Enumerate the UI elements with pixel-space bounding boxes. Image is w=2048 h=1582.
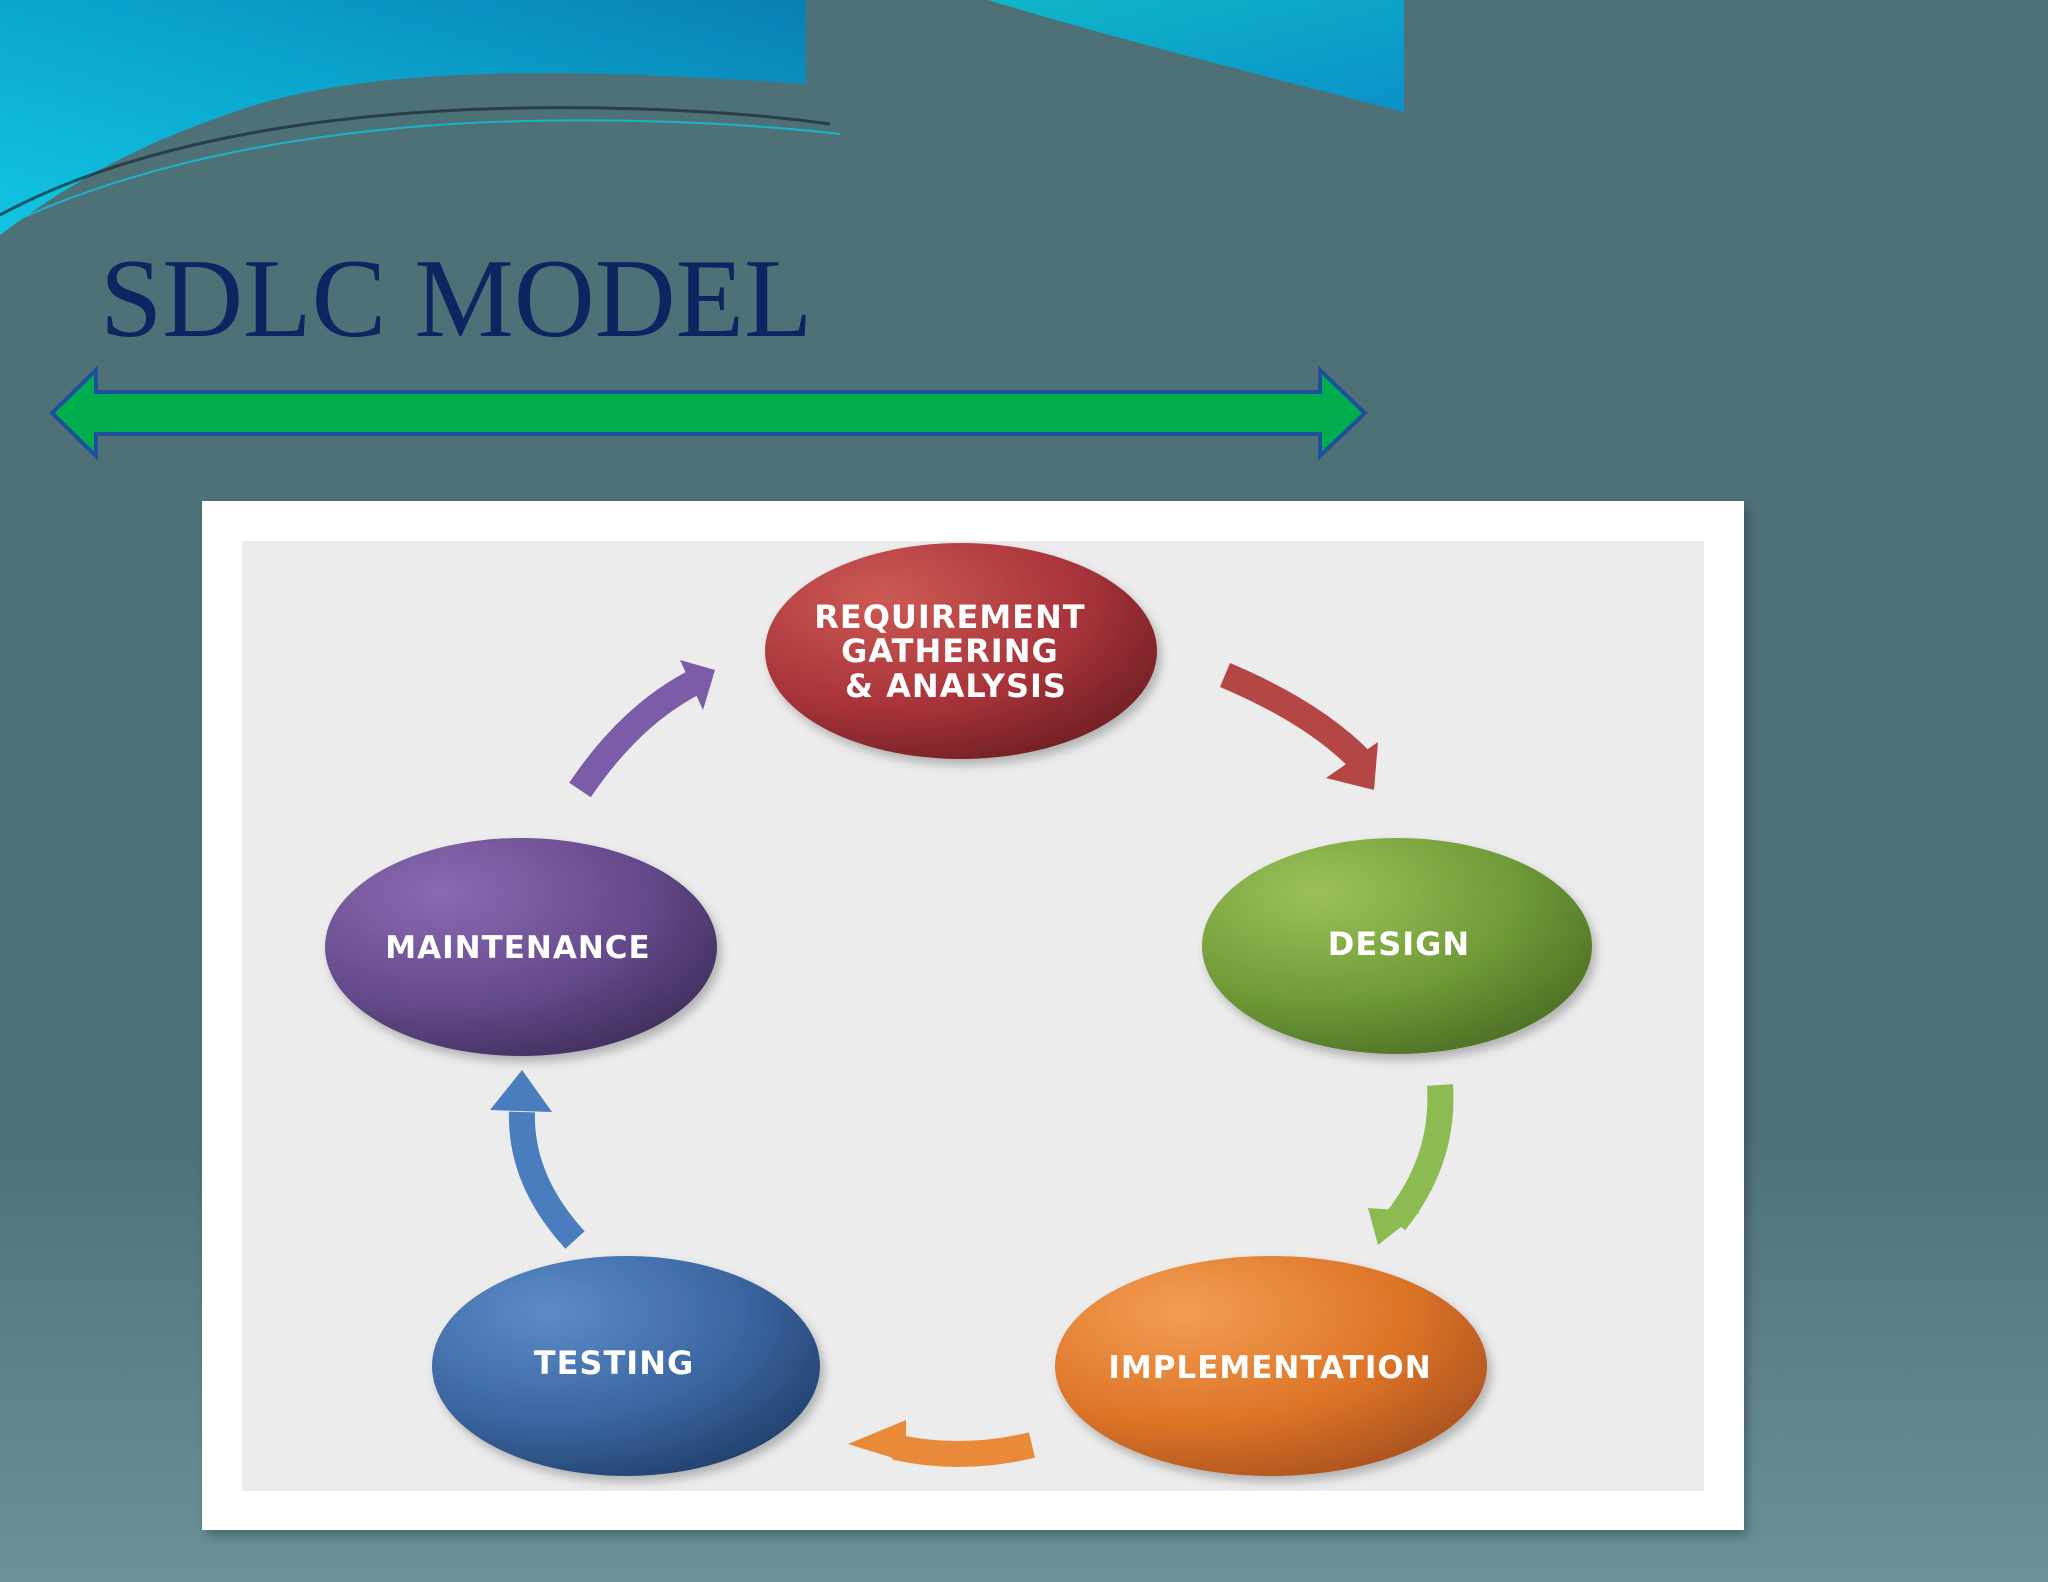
phase-label-maintenance: MAINTENANCE (385, 930, 650, 966)
phase-node-maintenance: MAINTENANCE (325, 838, 717, 1056)
connector-requirement-to-design (1219, 663, 1378, 790)
connector-design-to-implementation (1368, 1084, 1454, 1245)
phase-label-requirement-line-1: REQUIREMENT (814, 598, 1085, 636)
cycle-connectors (490, 660, 1454, 1467)
svg-text:REQUIREMENT GATHERING: REQUIREMENT GATHERING & ANALYSIS (814, 598, 1098, 705)
header-wave-decoration (0, 0, 1404, 235)
connector-testing-to-maintenance (490, 1070, 585, 1249)
svg-text:TESTING: TESTING (534, 1344, 695, 1382)
phase-label-requirement-line-2: GATHERING (841, 632, 1059, 670)
phase-node-testing: TESTING (432, 1256, 820, 1476)
phase-label-requirement-line-3: & ANALYSIS (845, 667, 1067, 705)
connector-implementation-to-testing (848, 1420, 1036, 1467)
svg-text:MAINTENANCE: MAINTENANCE (385, 930, 650, 966)
phase-label-design: DESIGN (1328, 925, 1470, 963)
phase-node-implementation: IMPLEMENTATION (1055, 1256, 1487, 1476)
slide-title: SDLC MODEL (100, 237, 812, 361)
svg-text:DESIGN: DESIGN (1328, 925, 1470, 963)
phase-label-testing: TESTING (534, 1344, 695, 1382)
svg-text:IMPLEMENTATION: IMPLEMENTATION (1108, 1350, 1431, 1386)
phase-label-implementation: IMPLEMENTATION (1108, 1350, 1431, 1386)
phase-node-design: DESIGN (1202, 838, 1592, 1054)
connector-maintenance-to-requirement (569, 660, 715, 798)
double-arrow-icon (49, 365, 1368, 461)
phase-node-requirement: REQUIREMENT GATHERING & ANALYSIS (765, 543, 1157, 759)
